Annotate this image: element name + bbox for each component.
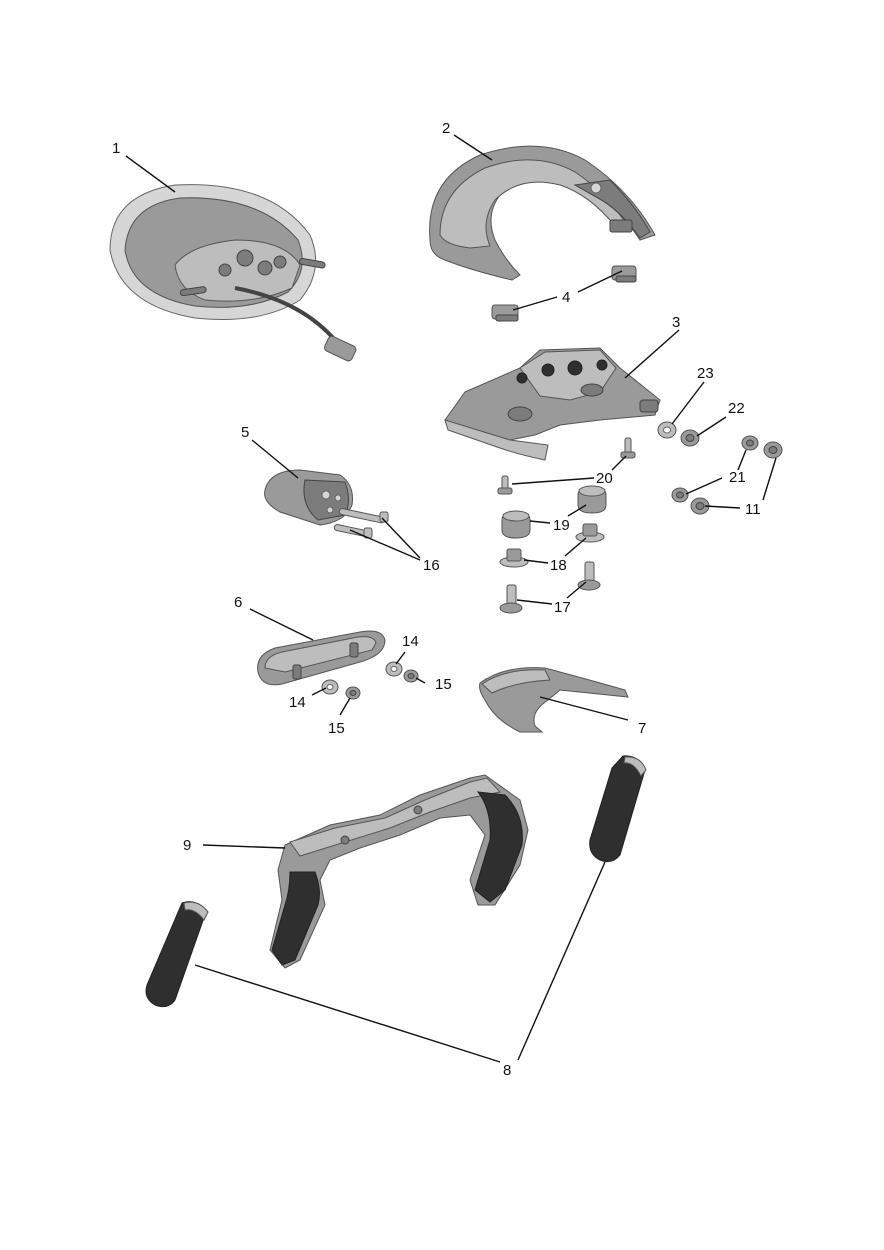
label-6: 6	[234, 594, 242, 611]
part-6-plate	[257, 630, 386, 686]
leader-lines	[125, 134, 777, 1063]
label-9: 9	[183, 837, 191, 854]
label-15-lower: 15	[328, 720, 345, 737]
label-11: 11	[745, 501, 761, 518]
part-11-nuts	[690, 441, 783, 515]
label-14-lower: 14	[289, 694, 306, 711]
label-16: 16	[423, 557, 440, 574]
label-14-upper: 14	[402, 633, 419, 650]
label-15-right: 15	[435, 676, 452, 693]
part-1-headlamp	[109, 184, 357, 362]
part-19-grommets	[501, 485, 607, 539]
label-1: 1	[112, 140, 120, 157]
label-5: 5	[241, 424, 249, 441]
label-23: 23	[697, 365, 714, 382]
part-number-labels: 1 2 3 4 5 6 7 8 9 11 14 14 15 15 16 17 1…	[112, 120, 761, 1079]
label-3: 3	[672, 314, 680, 331]
part-17-bolts	[499, 561, 601, 614]
part-21-nuts	[671, 435, 759, 503]
label-7: 7	[638, 720, 646, 737]
label-20: 20	[596, 470, 613, 487]
part-23-washer	[657, 421, 677, 439]
label-17: 17	[554, 599, 571, 616]
part-3-bracket	[444, 347, 661, 461]
part-2-shroud	[429, 145, 656, 281]
part-16-screws	[333, 508, 389, 539]
part-8-pads	[145, 755, 647, 1008]
part-15-nuts	[345, 669, 419, 700]
label-18: 18	[550, 557, 567, 574]
label-2: 2	[442, 120, 450, 137]
label-21: 21	[729, 469, 746, 486]
part-18-bushings	[499, 523, 605, 568]
part-7-cover	[479, 667, 629, 733]
part-20-screws	[497, 437, 636, 495]
part-9-frame	[269, 774, 529, 969]
part-14-washers	[321, 661, 403, 695]
part-22-nut	[680, 429, 700, 447]
label-4: 4	[562, 289, 570, 306]
part-5-module	[264, 469, 353, 526]
label-19: 19	[553, 517, 570, 534]
label-8: 8	[503, 1062, 511, 1079]
label-22: 22	[728, 400, 745, 417]
part-4-clips	[491, 265, 637, 322]
